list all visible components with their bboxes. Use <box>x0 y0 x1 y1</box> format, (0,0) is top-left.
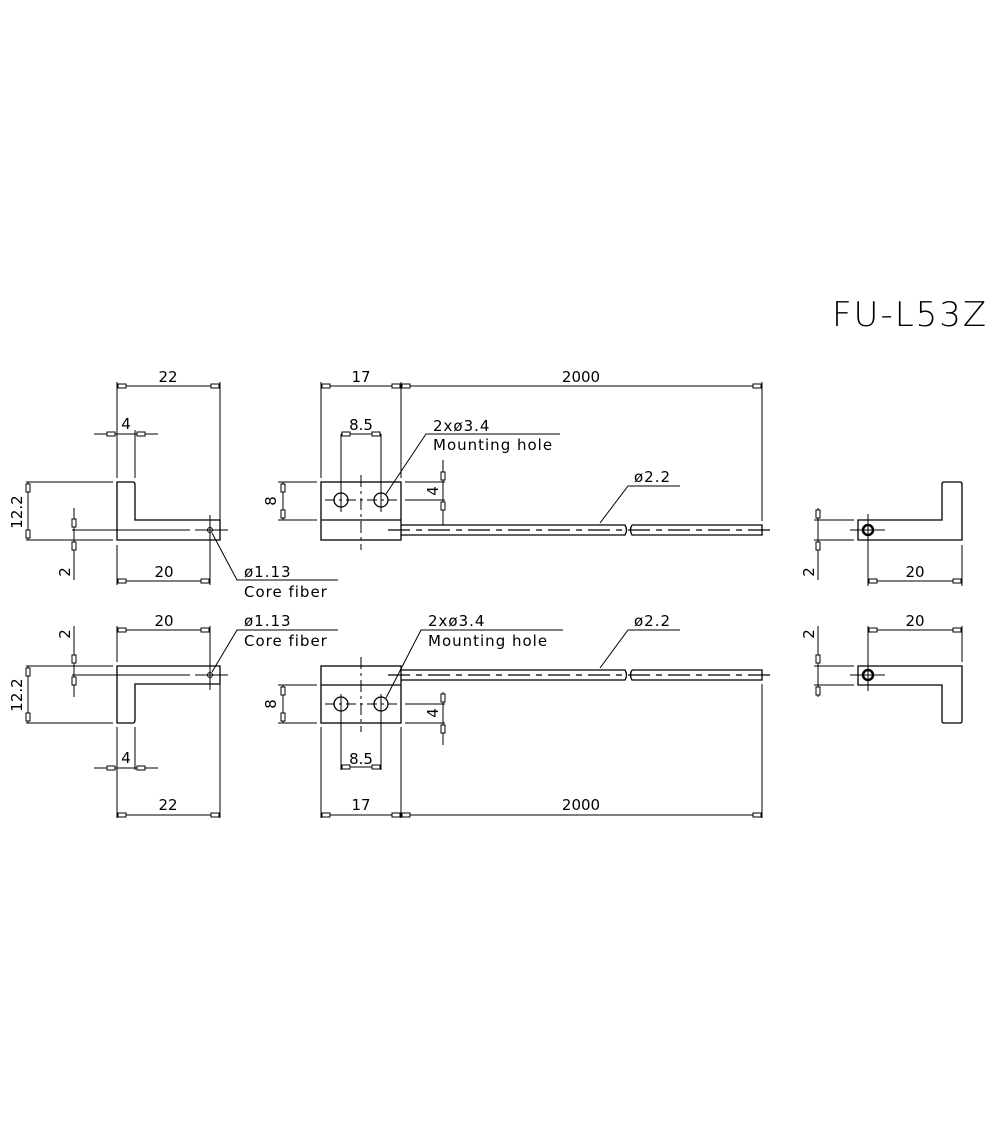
dim-width: 22 <box>158 796 177 814</box>
dim-cable-length: 2000 <box>562 368 600 386</box>
top-end-view: 2 20 <box>800 481 963 586</box>
dim-length: 20 <box>154 563 173 581</box>
dim-head-height: 8 <box>262 699 280 709</box>
cable-dia: ø2.2 <box>634 612 671 630</box>
core-dia: ø1.13 <box>244 612 292 630</box>
hole-label: Mounting hole <box>433 436 553 454</box>
bottom-end-view: 2 20 <box>800 612 963 724</box>
dim-head-length: 17 <box>351 368 370 386</box>
dim-head-length: 17 <box>351 796 370 814</box>
core-label: Core fiber <box>244 632 328 650</box>
dim-height: 12.2 <box>8 495 26 528</box>
dim-hole-pitch: 8.5 <box>349 416 373 434</box>
dim-offset: 2 <box>56 629 74 639</box>
end-dim-length: 20 <box>905 612 924 630</box>
dim-hole-offset: 4 <box>424 708 442 718</box>
cable-dia: ø2.2 <box>634 468 671 486</box>
dim-height: 12.2 <box>8 678 26 711</box>
end-dim-length: 20 <box>905 563 924 581</box>
dim-length: 20 <box>154 612 173 630</box>
dim-flange: 4 <box>121 415 131 433</box>
hole-callout: 2xø3.4 <box>428 612 485 630</box>
end-dim-offset: 2 <box>800 629 818 639</box>
top-main-view: 17 2000 8.5 8 4 2xø3.4 Mounting hole ø2.… <box>262 368 775 550</box>
dim-hole-pitch: 8.5 <box>349 750 373 768</box>
dim-offset: 2 <box>56 567 74 577</box>
model-title: FU-L53Z <box>832 295 988 335</box>
top-side-view: 22 4 12.2 2 20 ø1.13 Core fiber <box>8 368 338 601</box>
hole-callout: 2xø3.4 <box>433 417 490 435</box>
dim-cable-length: 2000 <box>562 796 600 814</box>
core-label: Core fiber <box>244 583 328 601</box>
dim-head-height: 8 <box>262 496 280 506</box>
dim-hole-offset: 4 <box>424 486 442 496</box>
bottom-main-view: 17 2000 8.5 8 4 2xø3.4 Mounting hole ø2.… <box>262 612 775 818</box>
end-dim-offset: 2 <box>800 567 818 577</box>
dim-width: 22 <box>158 368 177 386</box>
dim-flange: 4 <box>121 749 131 767</box>
core-dia: ø1.13 <box>244 563 292 581</box>
bottom-side-view: 20 2 12.2 4 22 ø1.13 Core fiber <box>8 612 338 818</box>
hole-label: Mounting hole <box>428 632 548 650</box>
